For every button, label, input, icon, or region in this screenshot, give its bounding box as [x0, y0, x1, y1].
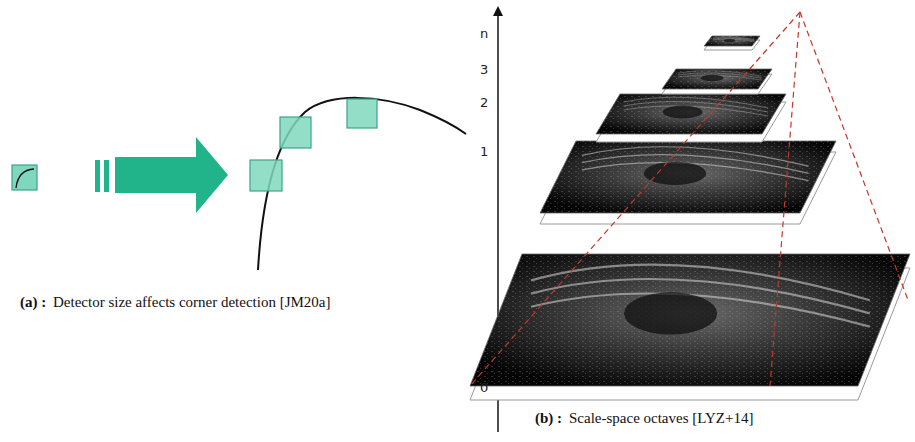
caption-text: Detector size affects corner detection [… [20, 292, 340, 312]
octave-plane [662, 69, 772, 94]
big-arrow [115, 137, 228, 213]
caption-text: Scale-space octaves [LYZ+14] [535, 408, 905, 428]
axis-label: 2 [480, 93, 488, 113]
caption-tag: (b) : [535, 408, 562, 428]
caption-tag: (a) : [20, 292, 46, 312]
axis-label: n [480, 24, 488, 44]
equals-bars [95, 160, 109, 192]
octave-plane [470, 254, 910, 400]
octave-plane [540, 141, 836, 224]
axis-label: 1 [480, 142, 488, 162]
octave-images [470, 36, 910, 400]
small-detector [12, 165, 37, 190]
octave-plane [704, 36, 760, 50]
pyramid-outline [470, 12, 908, 386]
large-corner-curve [250, 98, 466, 270]
axis-label: 0 [480, 378, 488, 398]
axis-label: 3 [480, 60, 488, 80]
